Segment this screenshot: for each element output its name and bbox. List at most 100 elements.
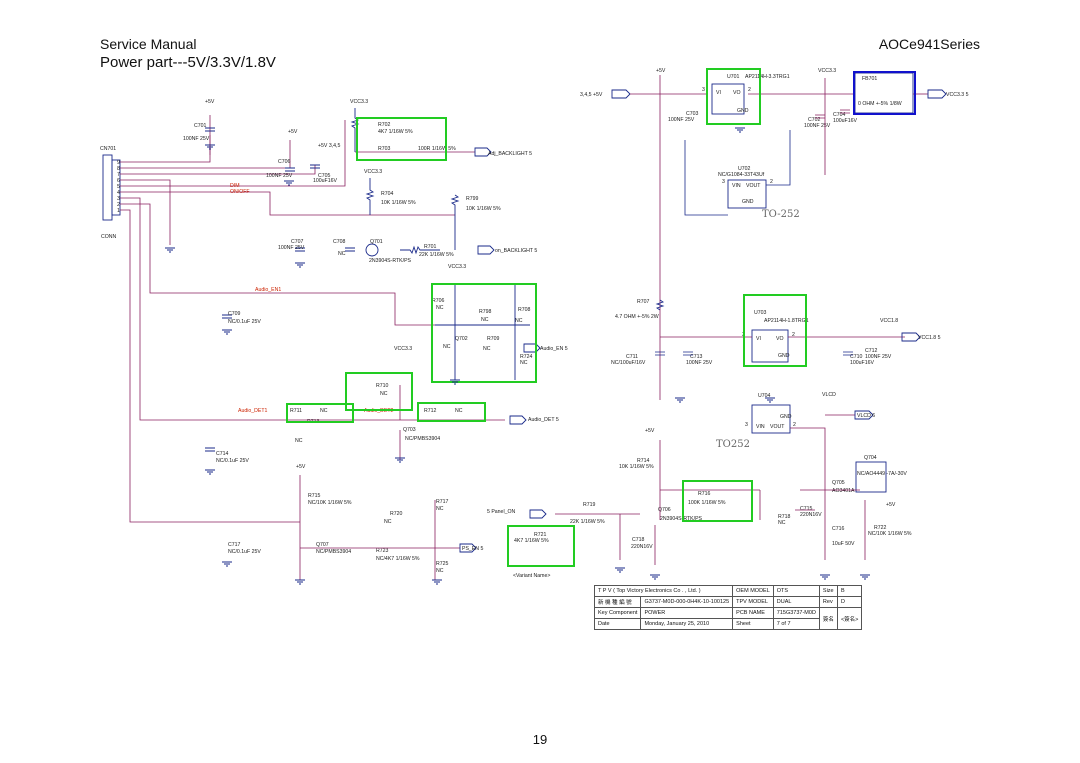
u702: U702 NC/G1084-33T43Uf VIN VOUT GND 3 2 T… [684,130,800,220]
c706: C706 100NF 25V [266,159,295,179]
svg-text:10K 1/16W 5%: 10K 1/16W 5% [381,200,416,206]
connector-ref: CN701 [100,146,116,152]
svg-text:TO-252: TO-252 [762,209,800,220]
svg-text:VCC3.3: VCC3.3 [448,264,466,270]
connector-type: CONN [101,234,117,240]
highlight-u703 [743,294,807,367]
sheet-info: 7 of 7 [772,618,820,630]
svg-text:U704: U704 [758,393,771,399]
highlight-audio-en-block [431,283,537,383]
oem-model-label: OEM MODEL [732,585,774,597]
svg-text:VCC3.3 5: VCC3.3 5 [946,92,969,98]
pin-1: 1 [117,208,120,214]
size: B [836,585,863,597]
svg-text:4.7 OHM +-5% 2W: 4.7 OHM +-5% 2W [615,314,659,320]
svg-text:+5V: +5V [205,99,215,105]
pin-6: 6 [117,178,120,184]
svg-text:220N16V: 220N16V [800,512,822,518]
highlight-u701 [706,68,761,125]
section-title: Power part---5V/3.3V/1.8V [100,54,276,71]
audio-en1-label: Audio_EN1 [255,287,281,293]
svg-text:100uF16V: 100uF16V [833,118,857,124]
svg-text:VIN: VIN [756,424,765,430]
svg-text:NC: NC [338,251,346,257]
pin-3: 3 [117,196,120,202]
highlight-r712 [417,402,486,422]
svg-text:VI: VI [716,90,721,96]
svg-text:GND: GND [780,414,792,420]
port-adj-backlight: Adj_BACKLIGHT 5 [474,147,532,157]
doc-number: G3737-M0D-000-0H4K-10-100125 [640,596,734,608]
port-vlcd: VLCD 6 [854,410,875,420]
svg-text:NC: NC [778,520,786,526]
sheet-total: 7 [787,621,791,627]
svg-text:R701: R701 [424,244,437,250]
approve-label: 簽名 [818,607,838,630]
fb701: FB701 0 OHM +-5% 1/8W [854,72,928,114]
svg-text:NC/10K 1/16W 5%: NC/10K 1/16W 5% [308,500,352,506]
svg-text:C708: C708 [333,239,346,245]
svg-text:NC: NC [481,317,489,323]
svg-text:VIN: VIN [732,183,741,189]
svg-text:GND: GND [778,353,790,359]
svg-text:AO3401A: AO3401A [832,488,855,494]
svg-text:10uF 50V: 10uF 50V [832,541,855,547]
c705: C705 100uF16V [310,164,337,184]
tpv-model-label: TPV MODEL [732,596,774,608]
size-label: Size [818,585,838,597]
svg-text:C717: C717 [228,542,241,548]
pin-5: 5 [117,184,120,190]
svg-text:NC/10K 1/16W 5%: NC/10K 1/16W 5% [868,531,912,537]
svg-text:C701: C701 [194,123,207,129]
manual-title: Service Manual [100,36,197,52]
svg-text:2: 2 [748,87,751,93]
svg-text:NC: NC [455,408,463,414]
svg-text:R719: R719 [583,502,596,508]
svg-text:3,4,5 +5V: 3,4,5 +5V [580,92,603,98]
connector-pin-numbers: 9 8 7 6 5 4 3 2 1 [117,160,120,214]
svg-text:NC/PMBS3904: NC/PMBS3904 [405,436,440,442]
c701: +5V C701 100NF 25V [183,99,215,142]
highlight-r721 [507,525,575,567]
key-component-label: Key Component [593,607,642,619]
svg-text:VCC3.3: VCC3.3 [818,68,836,74]
svg-text:R702: R702 [378,122,391,128]
svg-text:C709: C709 [228,311,241,317]
svg-text:NC: NC [320,408,328,414]
svg-text:R798: R798 [479,309,492,315]
approve: <簽名> [836,607,863,630]
pcb-name-label: PCB NAME [732,607,774,619]
svg-text:Q703: Q703 [403,427,416,433]
svg-text:100NF 25V: 100NF 25V [804,123,831,129]
svg-text:220N16V: 220N16V [631,544,653,550]
svg-text:100NF 25V: 100NF 25V [668,117,695,123]
svg-text:GND: GND [742,199,754,205]
svg-text:2N3904S-RTK/PS: 2N3904S-RTK/PS [660,516,703,522]
svg-text:100uF16V: 100uF16V [850,360,874,366]
svg-text:R711: R711 [290,408,302,414]
svg-text:NC/0.1uF 25V: NC/0.1uF 25V [216,458,249,464]
svg-text:3: 3 [745,422,748,428]
svg-text:NC: NC [295,438,303,444]
highlight-r702-r703 [356,117,447,161]
sheet-label: Sheet [732,618,774,630]
svg-text:+5V: +5V [656,68,666,74]
svg-text:VCC1.8 5: VCC1.8 5 [918,335,941,341]
port-panel-on: 5 Panel_ON [487,509,547,519]
svg-text:VCC3.3: VCC3.3 [394,346,412,352]
svg-text:VCC3.3: VCC3.3 [350,99,368,105]
panel-power-block: +5V R714 10K 1/16W 5% R716 100K 1/16W 5%… [513,428,912,579]
svg-text:R718: R718 [778,514,791,520]
svg-text:3: 3 [702,87,705,93]
svg-text:Q705: Q705 [832,480,845,486]
svg-text:VLCD: VLCD [822,392,836,398]
svg-text:NC: NC [380,391,388,397]
svg-text:TO252: TO252 [716,439,750,450]
svg-text:+5V: +5V [645,428,655,434]
svg-text:U701: U701 [727,74,740,80]
svg-text:NC: NC [515,318,523,324]
highlight-r710 [345,372,413,411]
svg-text:2N3904S-RTK/PS: 2N3904S-RTK/PS [369,258,412,264]
on-off-label: ON/OFF [230,189,250,195]
svg-text:NC/0.1uF 25V: NC/0.1uF 25V [228,319,261,325]
